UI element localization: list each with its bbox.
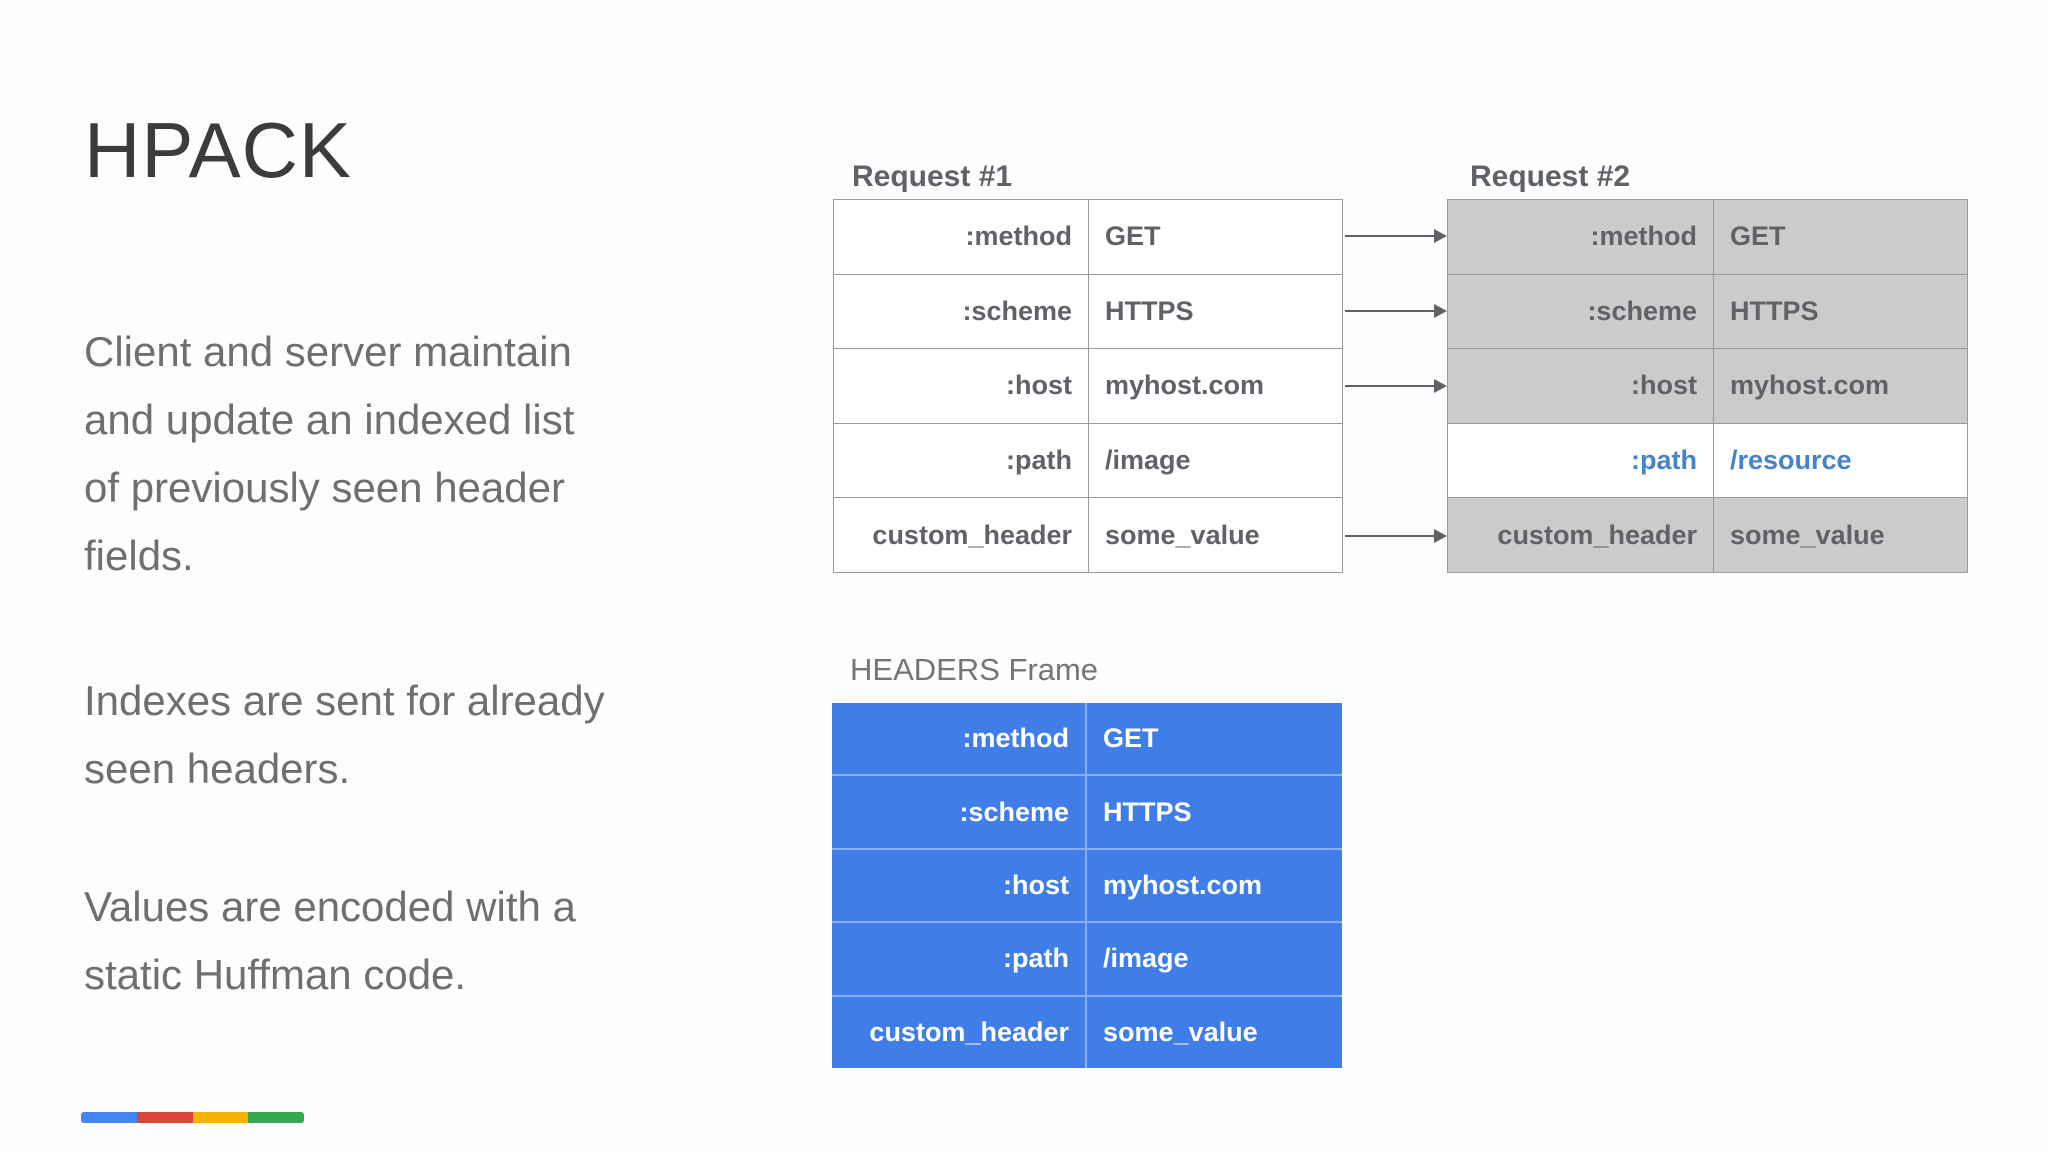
brand-bar-yellow-segment [192, 1112, 249, 1123]
header-value-cell: HTTPS [1103, 796, 1192, 827]
page-title: HPACK [84, 106, 352, 194]
header-name-cell: :scheme [832, 776, 1087, 848]
table-row: :scheme HTTPS [1448, 274, 1967, 350]
request2-title: Request #2 [1470, 160, 1631, 193]
header-name-cell: :host [834, 349, 1089, 423]
headers-frame-table: :method GET :scheme HTTPS :host myhost.c… [832, 703, 1342, 1069]
header-value-cell: some_value [1103, 1016, 1258, 1047]
header-name-cell: :method [1448, 200, 1714, 274]
arrow-right-icon [1345, 529, 1447, 543]
header-name-cell: custom_header [1448, 498, 1714, 572]
header-value-cell: myhost.com [1730, 370, 1890, 401]
brand-bar-green-segment [248, 1112, 304, 1123]
request1-table: :method GET :scheme HTTPS :host myhost.c… [833, 199, 1343, 573]
table-row: :scheme HTTPS [832, 776, 1342, 850]
header-name-cell: :scheme [1448, 274, 1714, 349]
header-value-cell: /image [1103, 943, 1189, 974]
header-value-cell: GET [1105, 221, 1161, 252]
brand-bar-red-segment [136, 1112, 193, 1123]
header-name-cell: :path [1448, 423, 1714, 498]
table-row: custom_header some_value [1448, 498, 1967, 572]
body-paragraph-3: Values are encoded with a static Huffman… [84, 883, 576, 998]
header-value-cell: GET [1103, 723, 1159, 754]
body-paragraph-1: Client and server maintain and update an… [84, 328, 575, 579]
header-name-cell: :scheme [834, 274, 1089, 349]
header-name-cell: :host [832, 849, 1087, 922]
table-row: :method GET [834, 200, 1342, 275]
header-value-cell: some_value [1105, 519, 1260, 550]
header-name-cell: :method [832, 703, 1087, 775]
arrow-right-icon [1345, 229, 1447, 243]
header-value-cell: myhost.com [1103, 870, 1263, 901]
table-row: custom_header some_value [832, 996, 1342, 1069]
request2-table: :method GET :scheme HTTPS :host myhost.c… [1447, 199, 1968, 573]
header-name-cell: :method [834, 200, 1089, 274]
header-name-cell: custom_header [832, 996, 1087, 1069]
table-row: :path /image [834, 423, 1342, 499]
headers-frame-title: HEADERS Frame [850, 652, 1099, 687]
table-row: custom_header some_value [834, 498, 1342, 572]
header-value-cell: myhost.com [1105, 370, 1265, 401]
header-name-cell: :path [832, 923, 1087, 995]
table-row: :scheme HTTPS [834, 274, 1342, 350]
header-name-cell: :host [1448, 349, 1714, 423]
table-row: :host myhost.com [832, 849, 1342, 924]
brand-bar-blue-segment [81, 1112, 137, 1123]
arrow-right-icon [1345, 304, 1447, 318]
arrow-right-icon [1345, 379, 1447, 393]
header-value-cell: /image [1105, 445, 1191, 476]
header-value-cell: GET [1730, 221, 1786, 252]
header-value-cell: HTTPS [1730, 295, 1819, 326]
header-name-cell: custom_header [834, 498, 1089, 572]
header-value-cell: some_value [1730, 519, 1885, 550]
table-row: :host myhost.com [1448, 349, 1967, 424]
body-paragraph-2: Indexes are sent for already seen header… [84, 677, 605, 792]
table-row: :path /image [832, 923, 1342, 997]
table-row-changed: :path /resource [1448, 423, 1967, 499]
table-row: :method GET [832, 703, 1342, 777]
header-value-cell: /resource [1730, 445, 1852, 476]
header-name-cell: :path [834, 423, 1089, 498]
table-row: :method GET [1448, 200, 1967, 275]
brand-bar [81, 1112, 304, 1123]
table-row: :host myhost.com [834, 349, 1342, 424]
request1-title: Request #1 [852, 160, 1013, 193]
header-value-cell: HTTPS [1105, 295, 1194, 326]
